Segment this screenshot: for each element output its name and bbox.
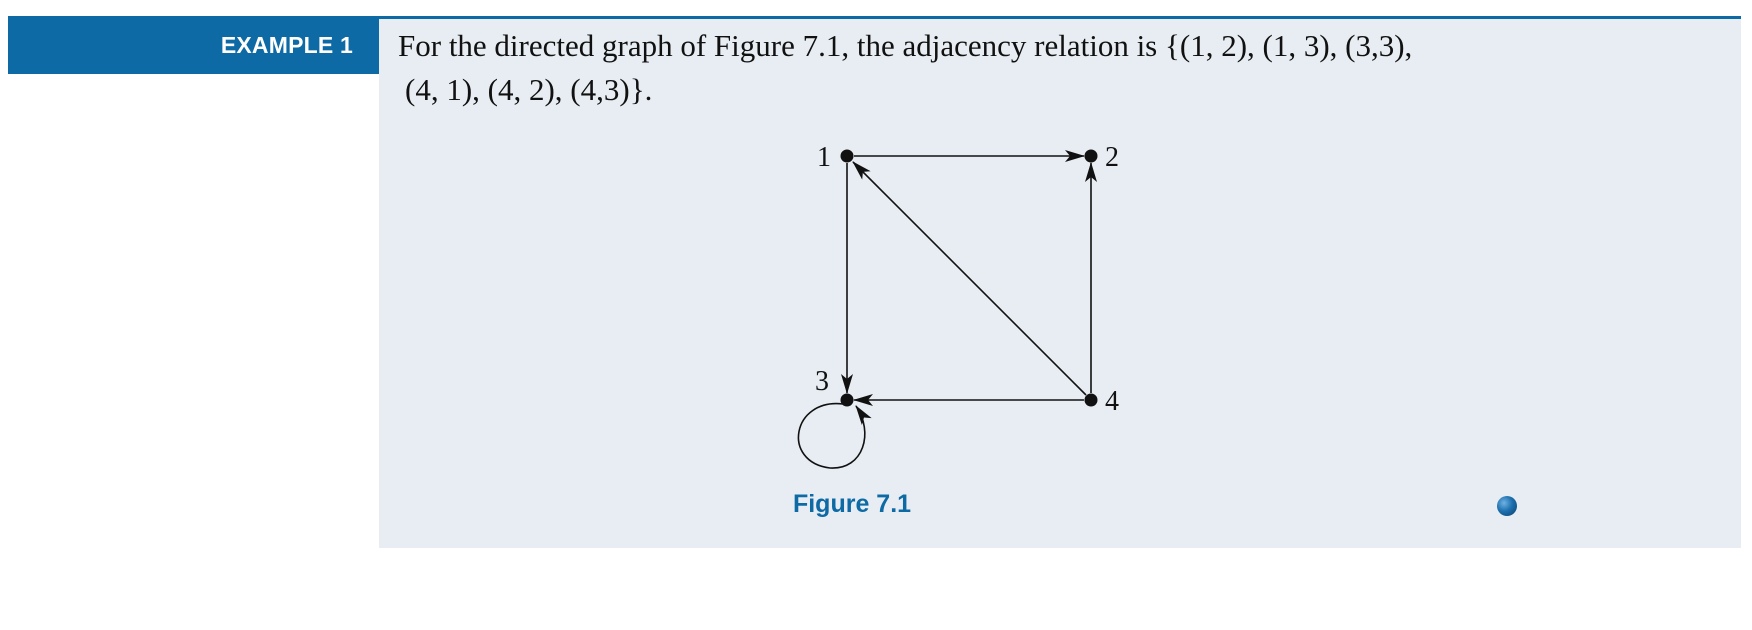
header-rule (8, 16, 1741, 19)
edge-4-1 (852, 161, 1087, 396)
example-panel (379, 19, 1741, 548)
edge-3-3-loop (797, 402, 872, 469)
node-1 (840, 149, 854, 163)
node-label-3: 3 (815, 366, 829, 397)
node-label-1: 1 (817, 142, 831, 173)
end-of-example-bullet-icon (1497, 496, 1517, 516)
statement-line-2: (4, 1), (4, 2), (4,3)}. (405, 72, 653, 107)
node-label-4: 4 (1105, 386, 1119, 417)
example-label: EXAMPLE 1 (8, 16, 379, 74)
statement-line-1: For the directed graph of Figure 7.1, th… (398, 28, 1413, 63)
node-label-2: 2 (1105, 142, 1119, 173)
node-3 (840, 393, 854, 407)
figure-caption: Figure 7.1 (792, 490, 912, 518)
node-4 (1084, 393, 1098, 407)
example-statement: For the directed graph of Figure 7.1, th… (398, 24, 1728, 112)
node-2 (1084, 149, 1098, 163)
